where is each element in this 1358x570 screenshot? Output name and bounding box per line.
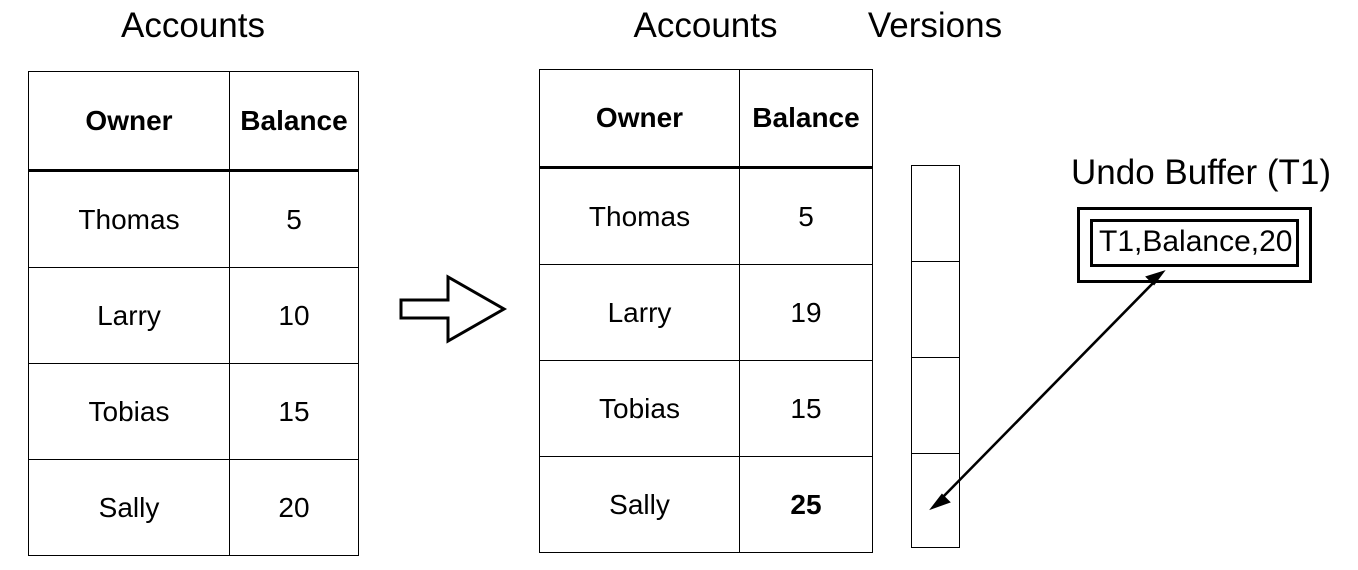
accounts-table-before: Owner Balance Thomas 5 Larry 10 Tobias 1… [28, 71, 359, 556]
table-header-row: Owner Balance [28, 71, 359, 172]
cell-balance-updated: 25 [739, 456, 873, 553]
cell-owner: Tobias [539, 360, 740, 457]
cell-balance: 15 [739, 360, 873, 457]
cell-owner: Thomas [28, 170, 230, 268]
double-headed-arrow-icon [929, 270, 1166, 511]
cell-balance: 5 [739, 167, 873, 265]
cell-owner: Sally [28, 459, 230, 556]
cell-owner: Larry [539, 264, 740, 361]
column-header-balance: Balance [739, 69, 873, 169]
accounts-table-after: Owner Balance Thomas 5 Larry 19 Tobias 1… [539, 69, 873, 553]
table-row: Tobias 15 [28, 363, 359, 460]
table-row: Thomas 5 [28, 170, 359, 268]
table-before-title: Accounts [121, 6, 265, 45]
versions-cell [912, 262, 959, 358]
cell-balance: 15 [229, 363, 359, 460]
table-after-title: Accounts [633, 6, 778, 45]
cell-owner: Tobias [28, 363, 230, 460]
versions-cell [912, 358, 959, 454]
cell-balance: 19 [739, 264, 873, 361]
column-header-owner: Owner [28, 71, 230, 172]
block-right-arrow-icon [399, 274, 508, 344]
column-header-owner: Owner [539, 69, 740, 169]
cell-balance: 10 [229, 267, 359, 364]
column-header-balance: Balance [229, 71, 359, 172]
cell-owner: Thomas [539, 167, 740, 265]
undo-buffer-box: T1,Balance,20 [1077, 207, 1312, 283]
undo-buffer-entry: T1,Balance,20 [1090, 219, 1299, 267]
cell-balance: 5 [229, 170, 359, 268]
versions-cell [912, 166, 959, 262]
cell-owner: Sally [539, 456, 740, 553]
undo-buffer-title: Undo Buffer (T1) [1071, 153, 1332, 192]
table-row: Larry 10 [28, 267, 359, 364]
versions-title: Versions [867, 6, 1003, 45]
cell-balance: 20 [229, 459, 359, 556]
table-row: Thomas 5 [539, 167, 873, 265]
table-row: Tobias 15 [539, 360, 873, 457]
table-row: Larry 19 [539, 264, 873, 361]
versions-cell [912, 454, 959, 545]
table-header-row: Owner Balance [539, 69, 873, 169]
table-row: Sally 25 [539, 456, 873, 553]
cell-owner: Larry [28, 267, 230, 364]
table-row: Sally 20 [28, 459, 359, 556]
versions-column [911, 165, 960, 548]
